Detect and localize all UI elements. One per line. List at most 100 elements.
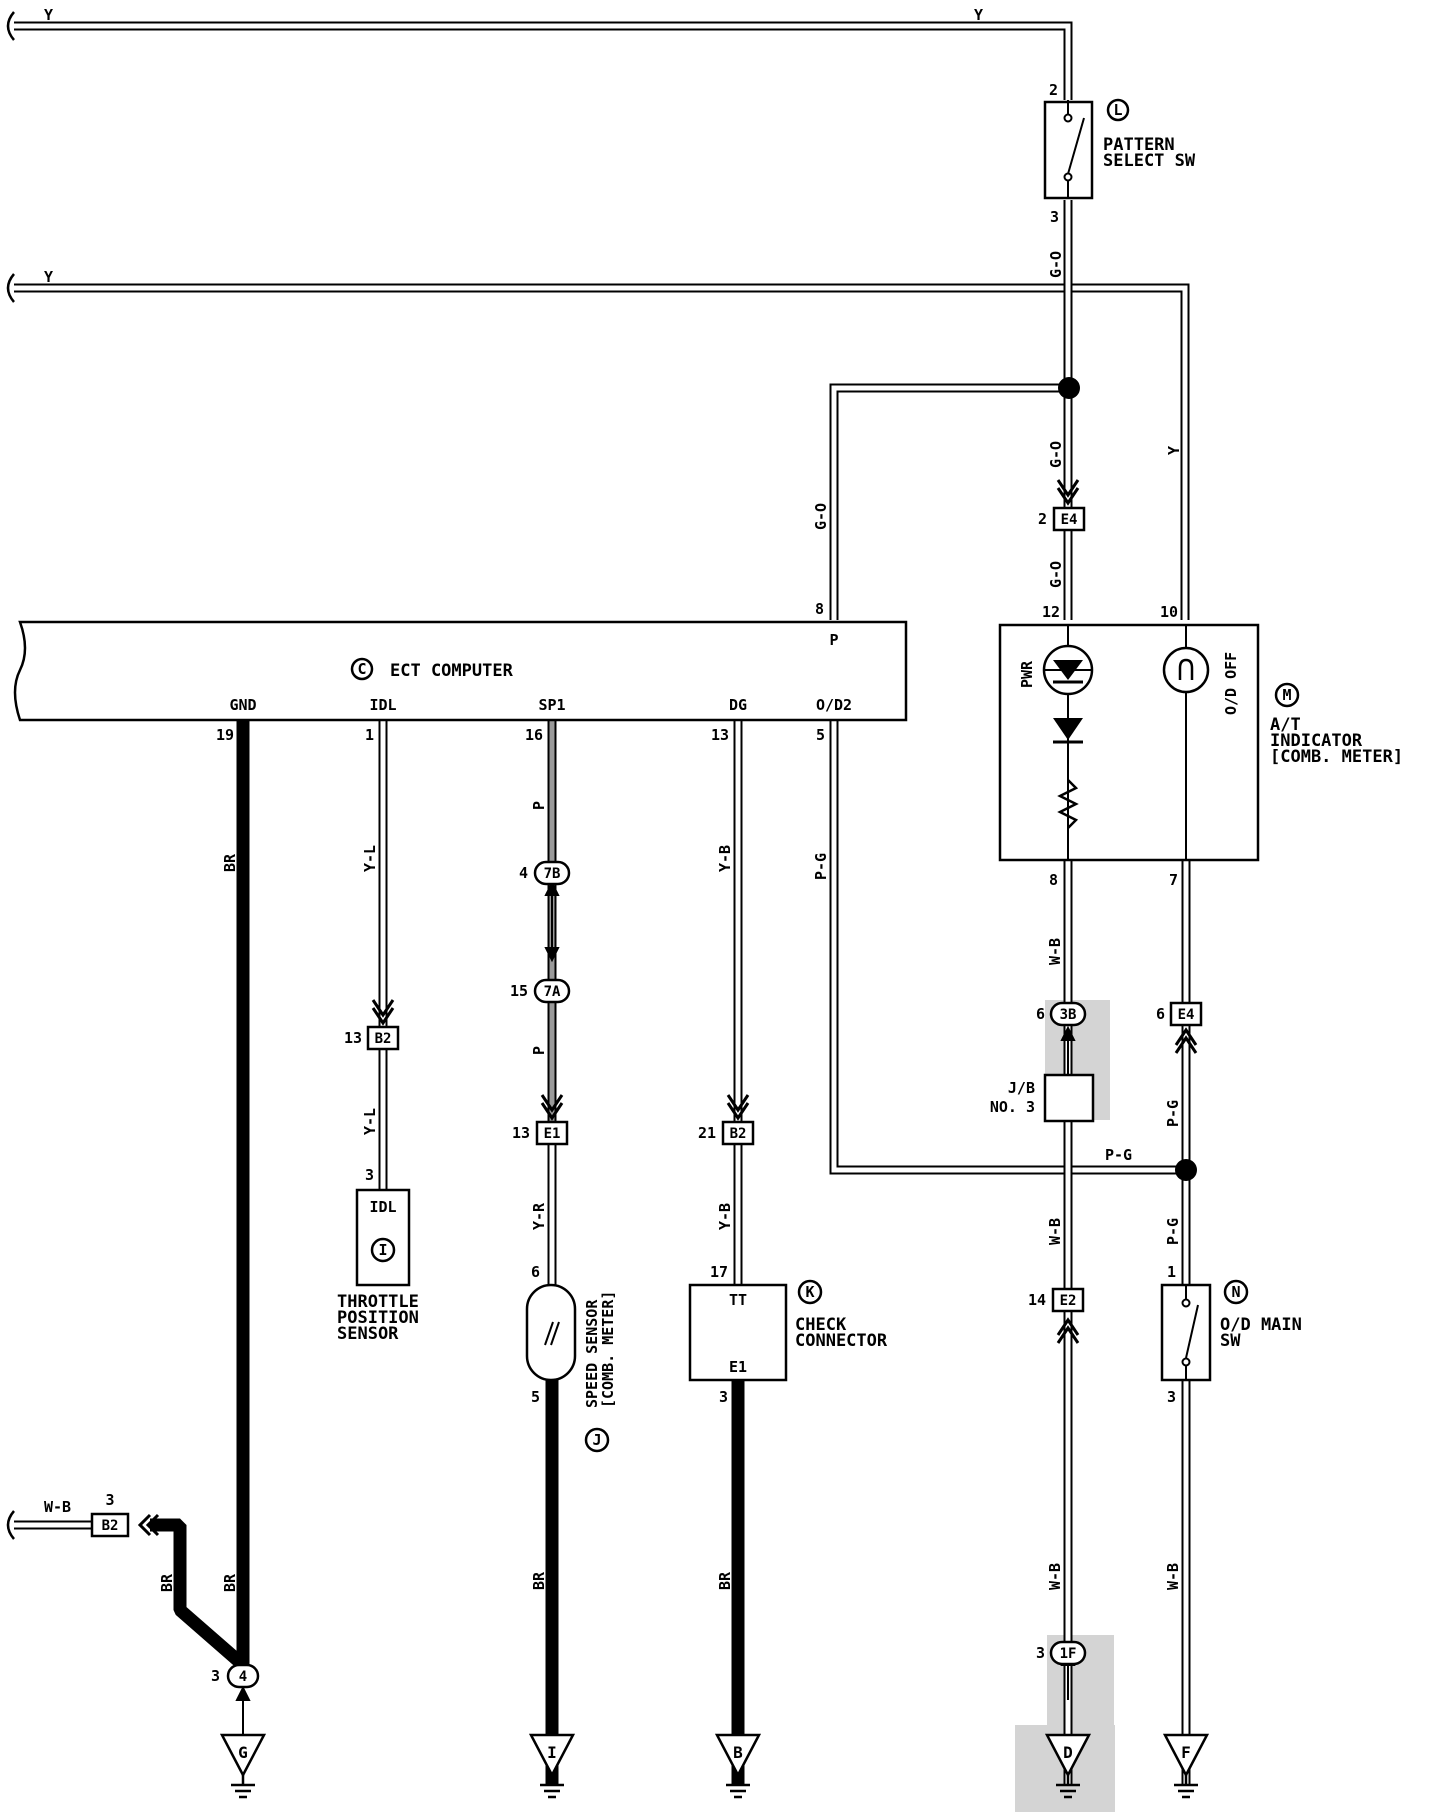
- ect-terminal-gnd: GND: [229, 696, 256, 714]
- ect-terminal-p: P: [829, 631, 838, 649]
- at-pin-odoff-in: 10: [1160, 603, 1178, 621]
- ect-terminal-dg: DG: [729, 696, 747, 714]
- wire-label-yl2: Y-L: [361, 1108, 379, 1135]
- wire-label-br5: BR: [716, 1571, 734, 1590]
- svg-text:7A: 7A: [544, 984, 561, 1000]
- connector-7b: 7B 4: [519, 860, 571, 886]
- pattern-select-switch: 2 3 L PATTERN SELECT SW: [1043, 81, 1196, 226]
- svg-text:7B: 7B: [544, 866, 561, 882]
- svg-text:3: 3: [105, 1491, 114, 1509]
- connector-b2-dg: B2 21: [698, 1120, 755, 1146]
- wire-label-p2: P: [530, 1046, 548, 1055]
- ect-pin-p: 8: [815, 600, 824, 618]
- ect-letter-circle: [350, 657, 374, 681]
- wire-label-pg3: P-G: [1164, 1100, 1182, 1127]
- svg-text:6: 6: [1156, 1005, 1165, 1023]
- svg-text:E1: E1: [544, 1126, 561, 1142]
- throttle-terminal: IDL: [369, 1198, 396, 1216]
- resistor-icon: [1057, 779, 1079, 829]
- ect-letter: C: [357, 660, 366, 678]
- wire-color-labels: Y Y Y G-O G-O G-O G-O Y P-G P-G P-G P-G …: [44, 6, 1183, 1592]
- wire-label-yb2: Y-B: [716, 1203, 734, 1230]
- at-pwr-label: PWR: [1018, 660, 1036, 688]
- pattern-sw-name2: SELECT SW: [1103, 151, 1196, 171]
- svg-text:B: B: [733, 1743, 743, 1762]
- check-name1: CHECK: [795, 1315, 847, 1335]
- wire-label-wb4: W-B: [1164, 1563, 1182, 1590]
- speed-pin-bottom: 5: [531, 1388, 540, 1406]
- connector-7a: 7A 15: [510, 978, 571, 1004]
- svg-text:B2: B2: [730, 1126, 747, 1142]
- jb-name1: J/B: [1008, 1079, 1035, 1097]
- pattern-sw-letter: L: [1113, 101, 1122, 119]
- svg-text:21: 21: [698, 1124, 716, 1142]
- svg-text:4: 4: [239, 1669, 247, 1685]
- od-sw-letter-circle: [1223, 1279, 1249, 1305]
- check-pin-bottom: 3: [719, 1388, 728, 1406]
- speed-letter: J: [592, 1431, 601, 1449]
- svg-text:1F: 1F: [1060, 1646, 1077, 1662]
- diode-icon: [1053, 718, 1083, 740]
- at-letter: M: [1282, 686, 1291, 704]
- svg-text:E4: E4: [1178, 1007, 1195, 1023]
- svg-text:14: 14: [1028, 1291, 1046, 1309]
- check-terminal-top: TT: [729, 1291, 747, 1309]
- wire-label-pg4: P-G: [1164, 1218, 1182, 1245]
- svg-text:G: G: [238, 1743, 248, 1762]
- connector-1f: 1F 3: [1036, 1640, 1087, 1666]
- ect-terminal-sp1: SP1: [538, 696, 565, 714]
- at-pin-pwr-in: 12: [1042, 603, 1060, 621]
- wire-label-wb3: W-B: [1046, 1563, 1064, 1590]
- ect-computer: C ECT COMPUTER P GND IDL SP1 DG O/D2 8 1…: [13, 600, 908, 744]
- throttle-name2: POSITION: [337, 1308, 419, 1328]
- od-sw-name1: O/D MAIN: [1220, 1315, 1302, 1335]
- svg-text:B2: B2: [375, 1031, 392, 1047]
- wire-label-y4: Y: [1165, 446, 1183, 455]
- ground-g: G: [219, 1733, 267, 1799]
- pattern-sw-letter-circle: [1106, 98, 1130, 122]
- check-pin-top: 17: [710, 1263, 728, 1281]
- svg-text:2: 2: [1038, 510, 1047, 528]
- connector-3b: 3B 6: [1036, 1001, 1087, 1027]
- svg-text:E2: E2: [1060, 1293, 1077, 1309]
- svg-text:15: 15: [510, 982, 528, 1000]
- connector-e1: E1 13: [512, 1120, 569, 1146]
- check-name2: CONNECTOR: [795, 1331, 888, 1351]
- od-sw-name2: SW: [1220, 1331, 1241, 1351]
- throttle-name1: THROTTLE: [337, 1292, 419, 1312]
- wire-label-yl1: Y-L: [361, 845, 379, 872]
- wire-label-pg2: P-G: [1105, 1146, 1132, 1164]
- at-indicator: PWR O/D OFF 12 10 8 7 M A/T INDICATOR [C…: [998, 603, 1403, 889]
- svg-text:E4: E4: [1061, 512, 1078, 528]
- ect-pin-sp1: 16: [525, 726, 543, 744]
- throttle-letter-circle: [370, 1237, 396, 1263]
- connector-4: 4 3: [211, 1663, 260, 1689]
- svg-text:3: 3: [211, 1667, 220, 1685]
- check-letter-circle: [797, 1279, 823, 1305]
- splice-dot-go: [1058, 377, 1080, 399]
- at-name2: INDICATOR: [1270, 731, 1363, 751]
- at-pin-odoff-out: 7: [1169, 871, 1178, 889]
- od-off-lamp-icon: [1162, 646, 1210, 694]
- od-sw-pin-top: 1: [1167, 1263, 1176, 1281]
- wire-label-y3: Y: [44, 268, 53, 286]
- svg-text:3B: 3B: [1060, 1007, 1077, 1023]
- svg-text:13: 13: [512, 1124, 530, 1142]
- wire-label-go3: G-O: [1047, 561, 1065, 588]
- od-sw-letter: N: [1231, 1283, 1240, 1301]
- ect-name: ECT COMPUTER: [390, 661, 514, 681]
- svg-text:6: 6: [1036, 1005, 1045, 1023]
- svg-text:3: 3: [1036, 1644, 1045, 1662]
- connector-b2-idl: B2 13: [344, 1025, 400, 1051]
- junction-block-3: J/B NO. 3: [990, 1073, 1095, 1123]
- od-main-switch: 1 3 N O/D MAIN SW: [1160, 1263, 1302, 1406]
- throttle-pin: 3: [365, 1166, 374, 1184]
- wire-label-go1: G-O: [1047, 251, 1065, 278]
- wire-label-yr: Y-R: [530, 1202, 548, 1230]
- wire-label-y2: Y: [974, 6, 983, 24]
- wire-label-br1: BR: [221, 853, 239, 872]
- wire-label-y1: Y: [44, 6, 53, 24]
- od-sw-pin-bottom: 3: [1167, 1388, 1176, 1406]
- splice-dot-pg: [1175, 1159, 1197, 1181]
- speed-pin-top: 6: [531, 1263, 540, 1281]
